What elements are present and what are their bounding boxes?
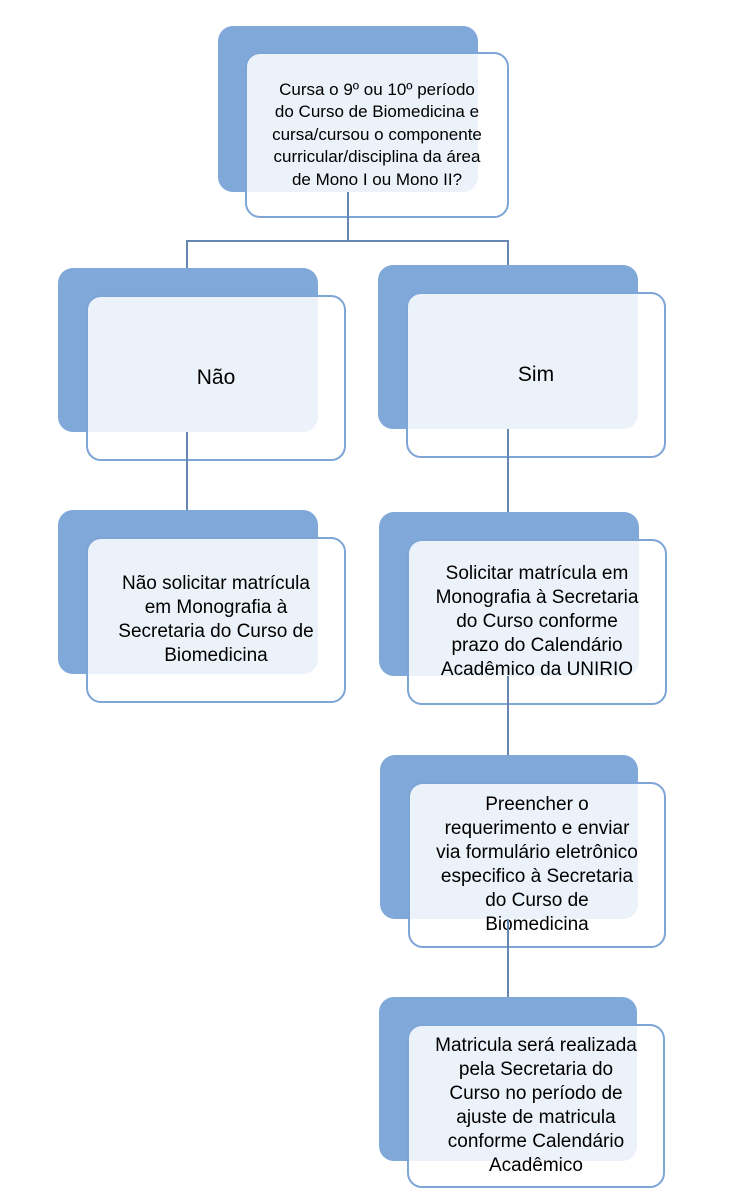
- node-step-solicitar-label: Solicitar matrícula em Monografia à Secr…: [435, 563, 639, 680]
- node-branch-nao-box: Não: [86, 295, 346, 461]
- node-branch-sim-label: Sim: [517, 363, 555, 386]
- connector-nao-to-outcome: [186, 432, 188, 510]
- node-step-matricula-label: Matricula será realizada pela Secretaria…: [435, 1035, 637, 1176]
- node-outcome-nao-box: Não solicitar matrícula em Monografia à …: [86, 537, 346, 703]
- node-branch-nao-label: Não: [196, 366, 236, 389]
- connector-sim-to-solicitar: [507, 429, 509, 512]
- connector-preencher-to-matricula: [507, 919, 509, 997]
- node-branch-sim-box: Sim: [406, 292, 666, 458]
- node-outcome-nao-label: Não solicitar matrícula em Monografia à …: [118, 573, 314, 666]
- connector-branch-split: [186, 240, 509, 242]
- connector-drop-nao: [186, 240, 188, 268]
- connector-question-stem: [347, 192, 349, 241]
- node-decision-question-label: Cursa o 9º ou 10º período do Curso de Bi…: [272, 79, 482, 189]
- connector-solicitar-to-preencher: [507, 676, 509, 755]
- node-step-solicitar-box: Solicitar matrícula em Monografia à Secr…: [407, 539, 667, 705]
- node-step-preencher-label: Preencher o requerimento e enviar via fo…: [436, 794, 638, 935]
- node-step-preencher-box: Preencher o requerimento e enviar via fo…: [408, 782, 666, 948]
- node-decision-question-box: Cursa o 9º ou 10º período do Curso de Bi…: [245, 52, 509, 218]
- connector-drop-sim: [507, 240, 509, 265]
- node-step-matricula-box: Matricula será realizada pela Secretaria…: [407, 1024, 665, 1188]
